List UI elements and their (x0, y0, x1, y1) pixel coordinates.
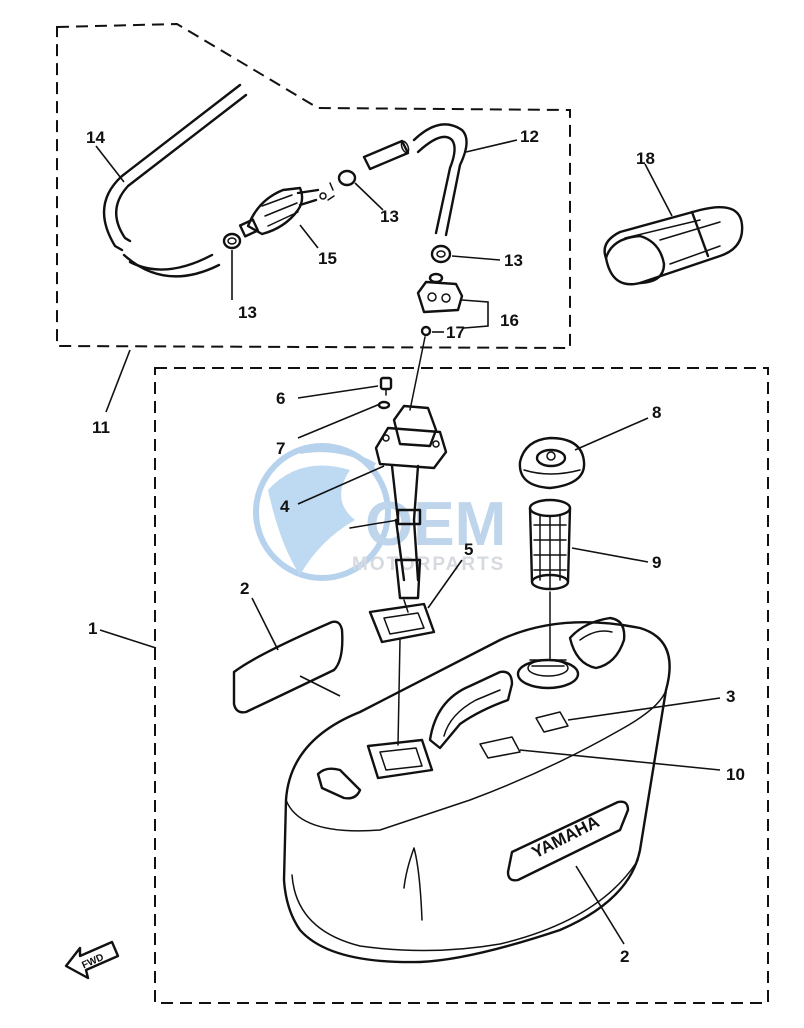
callout-5: 5 (464, 540, 473, 559)
part-18-cover (603, 205, 744, 286)
callout-2: 2 (620, 947, 629, 966)
callout-16: 16 (500, 311, 519, 330)
callout-4: 4 (280, 497, 290, 516)
part-12-hose (412, 123, 468, 237)
callout-1: 1 (88, 619, 97, 638)
callout-15: 15 (318, 249, 337, 268)
callout-10: 10 (726, 765, 745, 784)
leader-lines (95, 139, 721, 945)
hose-kit-boundary (56, 22, 571, 350)
tank-brand-text: YAMAHA (529, 812, 603, 862)
callout-12: 12 (520, 127, 539, 146)
callout-17: 17 (446, 323, 465, 342)
part-8-cap (518, 436, 586, 490)
watermark-logo: OEM MOTORPARTS (253, 443, 506, 581)
part-7-washer (377, 400, 391, 410)
callout-6: 6 (276, 389, 285, 408)
part-16-connector (416, 272, 464, 314)
callout-13: 13 (238, 303, 257, 322)
part-1-tank (282, 616, 671, 964)
part-2-label (232, 620, 344, 714)
watermark-logo-text: OEM (365, 490, 506, 559)
callout-18: 18 (636, 149, 655, 168)
part-short-hose (362, 139, 410, 171)
part-valve-pieces (319, 169, 357, 201)
part-13-clamp (430, 244, 452, 264)
part-4-fuel-meter (349, 404, 448, 613)
part-5-gasket (368, 602, 436, 644)
part-13-clamp (222, 232, 242, 250)
part-15-primer-bulb (238, 186, 320, 238)
part-14-hose (102, 83, 248, 278)
callout-3: 3 (726, 687, 735, 706)
callout-13: 13 (380, 207, 399, 226)
callout-13: 13 (504, 251, 523, 270)
part-17-o-ring (420, 325, 432, 337)
callout-2: 2 (240, 579, 249, 598)
callout-labels: 14 12 13 13 15 13 16 17 18 11 6 7 4 5 8 … (86, 127, 745, 966)
tank-kit-boundary (154, 367, 769, 1004)
part-9-strainer (528, 498, 572, 591)
fwd-marker: FWD (64, 940, 120, 980)
callout-11: 11 (92, 418, 110, 437)
assembly-line (409, 336, 426, 411)
callout-8: 8 (652, 403, 661, 422)
callout-7: 7 (276, 439, 285, 458)
callout-9: 9 (652, 553, 661, 572)
part-6-screw (379, 376, 393, 396)
callout-14: 14 (86, 128, 105, 147)
watermark-subtext: MOTORPARTS (352, 554, 505, 575)
